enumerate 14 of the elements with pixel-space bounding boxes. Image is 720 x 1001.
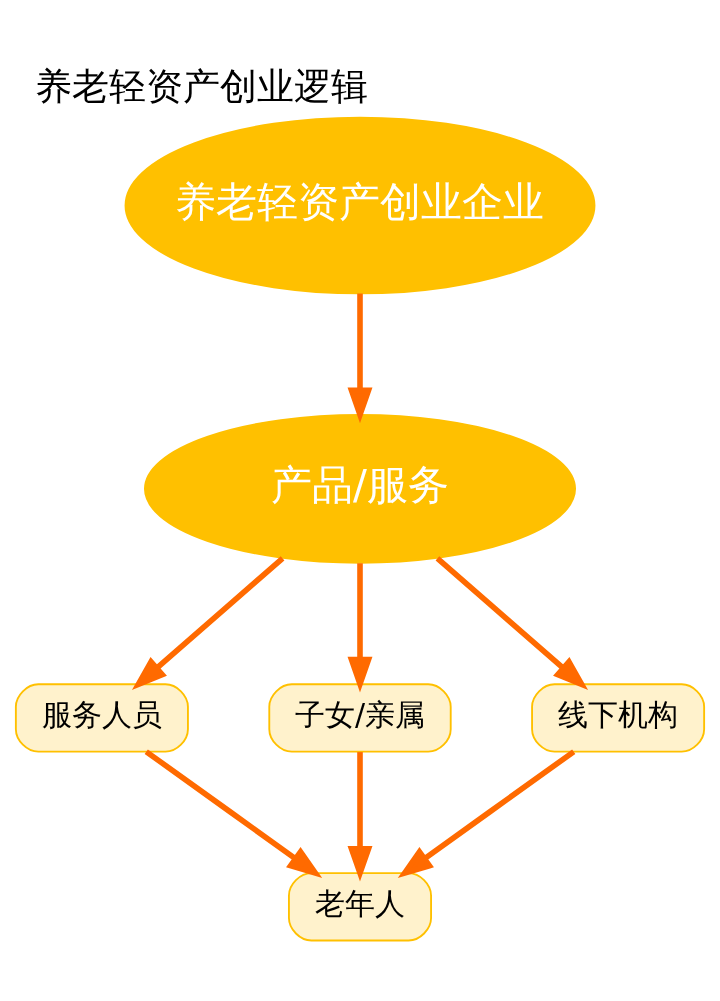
arrow bbox=[397, 748, 576, 878]
arrow bbox=[131, 555, 285, 690]
node-box: 服务人员 bbox=[14, 682, 189, 753]
arrow bbox=[347, 293, 373, 423]
arrow bbox=[347, 562, 373, 692]
node-ellipse: 产品/服务 bbox=[144, 413, 576, 564]
arrow bbox=[435, 555, 589, 690]
arrow bbox=[347, 751, 373, 882]
node-box: 线下机构 bbox=[531, 682, 706, 753]
diagram-title: 养老轻资产创业逻辑 bbox=[35, 63, 369, 108]
node-box: 子女/亲属 bbox=[268, 682, 452, 753]
node-box: 老年人 bbox=[288, 871, 432, 941]
arrow bbox=[144, 748, 323, 878]
node-ellipse: 养老轻资产创业企业 bbox=[124, 116, 596, 294]
